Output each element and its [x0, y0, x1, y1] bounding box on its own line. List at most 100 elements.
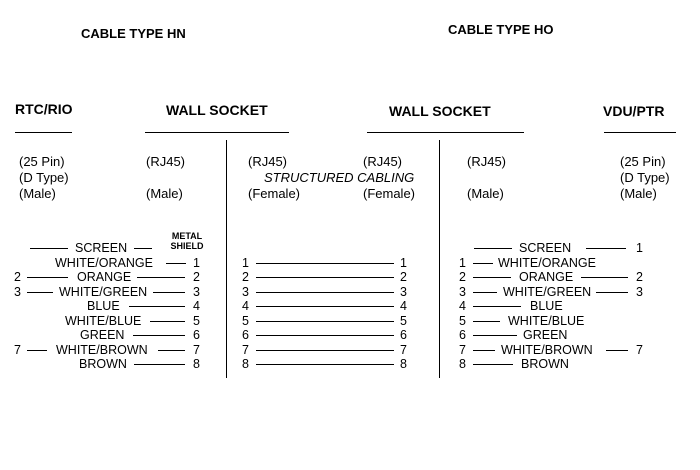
ho-line-left-7 — [473, 350, 495, 351]
ho-pin-left-1: 1 — [459, 256, 466, 270]
hn-line-right-2 — [137, 277, 185, 278]
struct-pin-right-6: 6 — [400, 328, 407, 342]
hn-screen-line-left — [30, 248, 68, 249]
hn-pin-right-3: 3 — [193, 285, 200, 299]
struct-wire-8 — [256, 364, 394, 365]
struct-pin-right-8: 8 — [400, 357, 407, 371]
spec-ws1-type: (RJ45) — [146, 154, 186, 169]
header-rtc-rio: RTC/RIO — [15, 101, 73, 117]
hn-label-white-brown: WHITE/BROWN — [56, 343, 148, 357]
title-cable-hn: CABLE TYPE HN — [81, 26, 186, 41]
hn-line-right-1 — [166, 263, 186, 264]
ho-label-white-brown: WHITE/BROWN — [501, 343, 593, 357]
ho-pin-left-2: 2 — [459, 270, 466, 284]
hn-pin-left-2: 2 — [14, 270, 21, 284]
struct-pin-left-7: 7 — [242, 343, 249, 357]
spec-ws1-gender: (Male) — [146, 186, 183, 201]
ho-label-white-orange: WHITE/ORANGE — [498, 256, 596, 270]
ho-pin-right-7: 7 — [636, 343, 643, 357]
hn-pin-right-8: 8 — [193, 357, 200, 371]
spec-struct-right-type: (RJ45) — [363, 154, 403, 169]
hn-label-blue: BLUE — [87, 299, 120, 313]
header-wall-socket-left: WALL SOCKET — [166, 102, 268, 118]
ho-label-white-blue: WHITE/BLUE — [508, 314, 585, 328]
struct-wire-6 — [256, 335, 394, 336]
underline-wall-socket-left — [145, 132, 289, 133]
hn-pin-right-7: 7 — [193, 343, 200, 357]
spec-rtc-pins: (25 Pin) — [19, 154, 65, 169]
ho-pin-right-1: 1 — [636, 241, 643, 255]
ho-pin-left-7: 7 — [459, 343, 466, 357]
spec-rtc-type: (D Type) — [19, 170, 69, 185]
ho-label-brown: BROWN — [521, 357, 569, 371]
hn-pin-right-6: 6 — [193, 328, 200, 342]
hn-line-left-7 — [27, 350, 47, 351]
struct-pin-left-1: 1 — [242, 256, 249, 270]
ho-line-left-5 — [473, 321, 500, 322]
hn-line-right-7 — [158, 350, 185, 351]
hn-screen-line-right — [134, 248, 152, 249]
struct-pin-left-8: 8 — [242, 357, 249, 371]
struct-wire-1 — [256, 263, 394, 264]
struct-wire-3 — [256, 292, 394, 293]
struct-pin-right-1: 1 — [400, 256, 407, 270]
underline-rtc-rio — [15, 132, 72, 133]
hn-label-screen: SCREEN — [75, 241, 128, 255]
hn-pin-right-5: 5 — [193, 314, 200, 328]
ho-line-right-3 — [596, 292, 628, 293]
spec-vdu-type: (D Type) — [620, 170, 670, 185]
hn-label-brown: BROWN — [79, 357, 127, 371]
struct-pin-left-5: 5 — [242, 314, 249, 328]
hn-label-white-green: WHITE/GREEN — [59, 285, 148, 299]
hn-pin-right-4: 4 — [193, 299, 200, 313]
ho-label-white-green: WHITE/GREEN — [503, 285, 592, 299]
ho-line-left-2 — [473, 277, 511, 278]
separator-left — [226, 140, 227, 378]
hn-label-orange: ORANGE — [77, 270, 132, 284]
hn-label-white-blue: WHITE/BLUE — [65, 314, 142, 328]
ho-line-left-4 — [473, 306, 521, 307]
hn-pin-right-1: 1 — [193, 256, 200, 270]
hn-line-left-2 — [27, 277, 68, 278]
ho-line-left-8 — [473, 364, 513, 365]
metal-shield-label: METAL SHIELD — [165, 231, 209, 251]
struct-pin-left-3: 3 — [242, 285, 249, 299]
metal-shield-line1: METAL — [171, 231, 203, 241]
hn-line-right-8 — [134, 364, 185, 365]
ho-label-orange: ORANGE — [519, 270, 574, 284]
ho-pin-left-4: 4 — [459, 299, 466, 313]
ho-screen-line-left — [474, 248, 512, 249]
ho-pin-left-8: 8 — [459, 357, 466, 371]
hn-pin-left-7: 7 — [14, 343, 21, 357]
header-vdu-ptr: VDU/PTR — [603, 103, 665, 119]
struct-pin-left-6: 6 — [242, 328, 249, 342]
struct-wire-5 — [256, 321, 394, 322]
separator-right — [439, 140, 440, 378]
struct-pin-left-2: 2 — [242, 270, 249, 284]
ho-pin-left-6: 6 — [459, 328, 466, 342]
ho-pin-left-3: 3 — [459, 285, 466, 299]
struct-pin-right-5: 5 — [400, 314, 407, 328]
hn-line-right-4 — [129, 306, 185, 307]
structured-cabling-label: STRUCTURED CABLING — [264, 170, 415, 185]
header-wall-socket-right: WALL SOCKET — [389, 103, 491, 119]
struct-wire-2 — [256, 277, 394, 278]
ho-line-left-6 — [473, 335, 517, 336]
underline-wall-socket-right — [367, 132, 524, 133]
hn-line-right-3 — [153, 292, 185, 293]
ho-line-right-7 — [606, 350, 628, 351]
spec-vdu-pins: (25 Pin) — [620, 154, 666, 169]
hn-pin-left-3: 3 — [14, 285, 21, 299]
spec-rtc-gender: (Male) — [19, 186, 56, 201]
ho-label-screen: SCREEN — [519, 241, 572, 255]
title-cable-ho: CABLE TYPE HO — [448, 22, 554, 37]
ho-label-green: GREEN — [523, 328, 568, 342]
hn-pin-right-2: 2 — [193, 270, 200, 284]
struct-pin-right-7: 7 — [400, 343, 407, 357]
ho-line-right-2 — [581, 277, 628, 278]
struct-pin-left-4: 4 — [242, 299, 249, 313]
metal-shield-line2: SHIELD — [170, 241, 204, 251]
spec-struct-right-gender: (Female) — [363, 186, 416, 201]
ho-line-left-1 — [473, 263, 493, 264]
struct-pin-right-2: 2 — [400, 270, 407, 284]
